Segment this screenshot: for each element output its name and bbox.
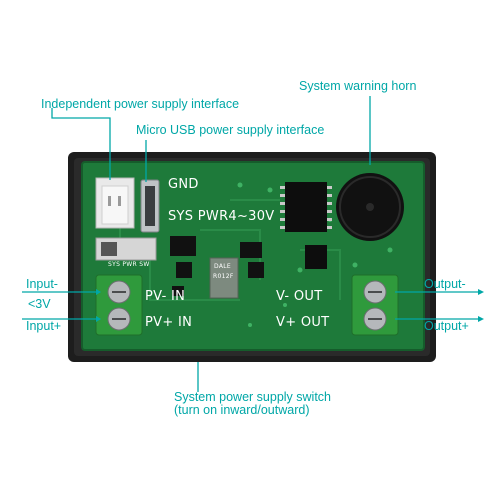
gnd-silkscreen: GND — [168, 177, 199, 192]
warning-horn-label: System warning horn — [299, 79, 417, 93]
power-switch-sublabel: (turn on inward/outward) — [174, 403, 310, 417]
main-ic — [285, 182, 327, 232]
v-minus-out-silkscreen: V- OUT — [276, 289, 323, 304]
pv-minus-in-silkscreen: PV- IN — [145, 289, 186, 304]
sys-pwr-silkscreen: SYS PWR4~30V — [168, 209, 275, 224]
input-minus-label: Input- — [26, 277, 58, 291]
resistor-value-silkscreen: R012F — [213, 273, 234, 280]
v-plus-out-silkscreen: V+ OUT — [276, 315, 330, 330]
independent-power-connector — [95, 177, 135, 229]
power-switch — [95, 237, 157, 261]
warning-buzzer — [336, 173, 404, 241]
voltage-range-label: <3V — [28, 297, 51, 311]
micro-usb-port — [140, 179, 160, 233]
output-terminal-block — [351, 274, 399, 336]
output-plus-label: Output+ — [424, 319, 469, 333]
sys-pwr-sw-silkscreen: SYS PWR SW — [108, 261, 150, 268]
callout-lines — [22, 96, 478, 392]
power-switch-label: System power supply switch — [174, 390, 332, 404]
resistor-brand-silkscreen: DALE — [214, 263, 231, 270]
micro-usb-label: Micro USB power supply interface — [136, 123, 325, 137]
pv-plus-in-silkscreen: PV+ IN — [145, 315, 193, 330]
shunt-resistor — [209, 257, 239, 299]
regulator-chip — [170, 236, 196, 256]
input-terminal-block — [95, 274, 143, 336]
input-plus-label: Input+ — [26, 319, 62, 333]
independent-power-label: Independent power supply interface — [41, 97, 240, 111]
output-minus-label: Output- — [424, 277, 466, 291]
